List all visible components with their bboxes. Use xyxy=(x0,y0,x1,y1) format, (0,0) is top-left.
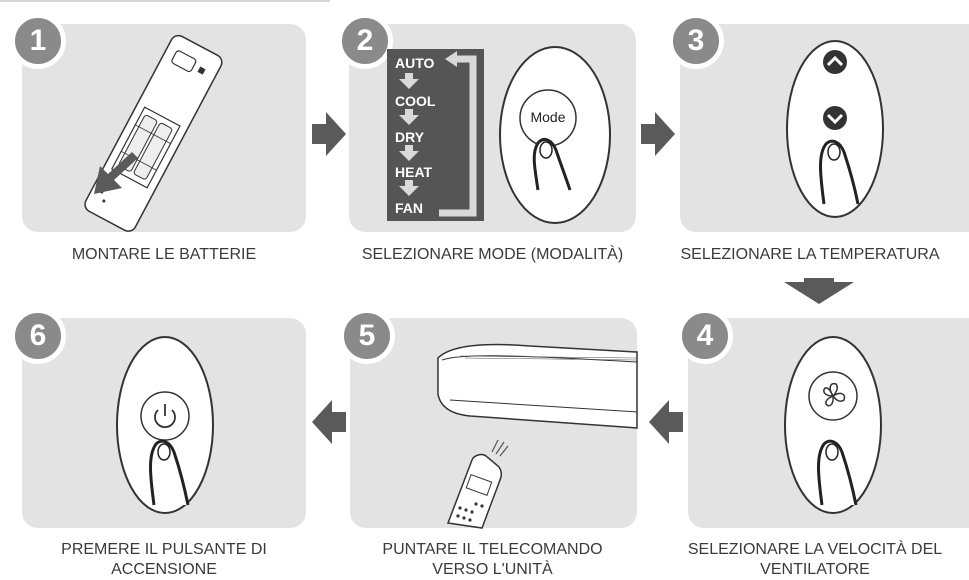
temperature-up-icon xyxy=(823,50,847,74)
battery-remote-icon xyxy=(84,34,223,232)
fan-remote-icon xyxy=(784,336,882,514)
top-rule xyxy=(0,0,330,2)
step-2-caption: SELEZIONARE MODE (MODALITÀ) xyxy=(361,246,624,263)
mode-cool: COOL xyxy=(395,93,436,109)
temperature-remote-icon xyxy=(786,40,884,218)
step-2-badge: 2 xyxy=(337,13,393,69)
step-6-badge: 6 xyxy=(10,308,66,364)
step-3-caption: SELEZIONARE LA TEMPERATURA xyxy=(680,246,940,263)
step-1-badge: 1 xyxy=(10,13,66,69)
temperature-down-icon xyxy=(823,106,847,130)
mode-button-label: Mode xyxy=(530,109,566,125)
mode-auto: AUTO xyxy=(395,55,435,71)
arrow-right-icon xyxy=(312,112,346,156)
mode-fan: FAN xyxy=(395,200,423,216)
step-5-caption: PUNTARE IL TELECOMANDO VERSO L'UNITÀ xyxy=(382,541,603,578)
step-1-caption: MONTARE LE BATTERIE xyxy=(71,246,257,263)
step-4-badge: 4 xyxy=(677,308,733,364)
power-icon xyxy=(154,404,176,429)
indoor-unit-icon xyxy=(437,343,638,529)
mode-list-box xyxy=(387,49,484,221)
step-4-caption: SELEZIONARE LA VELOCITÀ DEL VENTILATORE xyxy=(687,541,943,578)
mode-dry: DRY xyxy=(395,129,425,145)
arrow-left-icon xyxy=(649,400,683,444)
step-3-badge: 3 xyxy=(668,13,724,69)
step-5-badge: 5 xyxy=(339,308,395,364)
fan-icon xyxy=(823,382,846,407)
remote-pointing-icon xyxy=(446,439,509,529)
mode-heat: HEAT xyxy=(395,164,433,180)
arrow-left-icon xyxy=(312,400,346,444)
arrow-down-icon xyxy=(784,278,854,304)
mode-button-icon xyxy=(499,46,611,224)
arrow-right-icon xyxy=(641,112,675,156)
mode-cycle-arrows-icon xyxy=(399,51,477,217)
power-remote-icon xyxy=(116,336,214,514)
step-6-caption: PREMERE IL PULSANTE DI ACCENSIONE xyxy=(61,541,267,578)
